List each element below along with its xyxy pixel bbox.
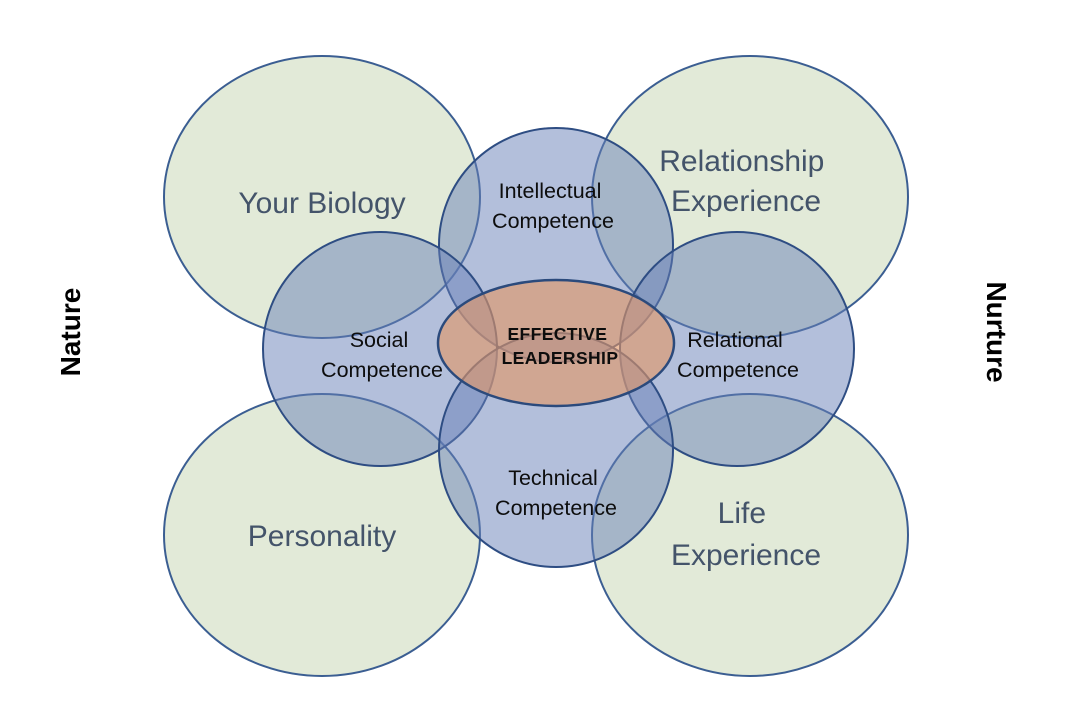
label-social-competence: Social Competence — [321, 328, 443, 382]
label-relationship-experience: Relationship Experience — [659, 145, 832, 218]
label-your-biology: Your Biology — [238, 187, 405, 220]
label-nature: Nature — [55, 288, 86, 377]
label-intellectual-competence: Intellectual Competence — [492, 179, 614, 233]
label-relational-competence: Relational Competence — [677, 328, 799, 382]
label-nurture: Nurture — [981, 281, 1012, 382]
ellipse-effective-leadership — [436, 278, 676, 408]
label-personality: Personality — [248, 520, 396, 553]
label-effective-leadership: EFFECTIVE LEADERSHIP — [502, 324, 619, 368]
label-technical-competence: Technical Competence — [495, 466, 617, 520]
label-life-experience: Life Experience — [671, 497, 821, 572]
